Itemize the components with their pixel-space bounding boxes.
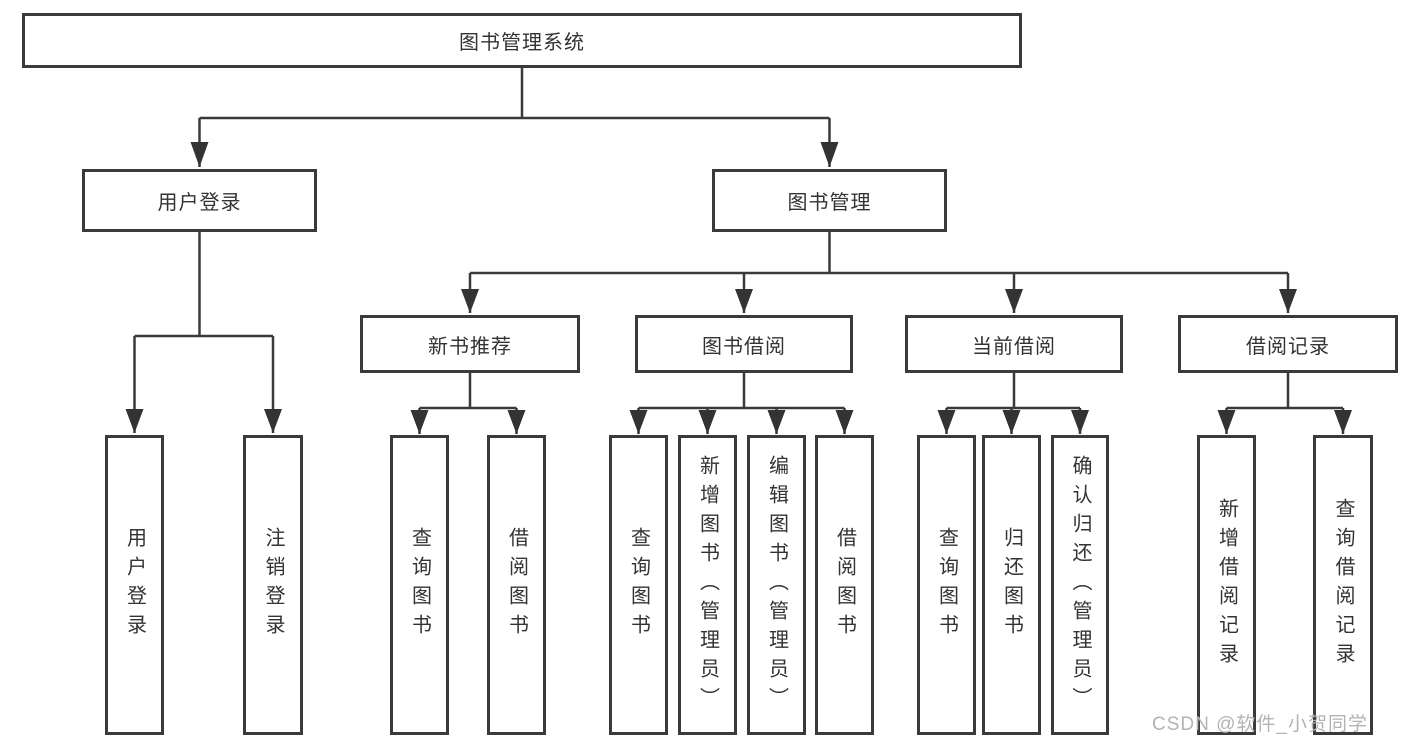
leaf-query-borrow-record: 查询借阅记录 <box>1313 435 1373 735</box>
leaf-label: 查询图书 <box>935 527 958 643</box>
node-book-management: 图书管理 <box>712 169 947 232</box>
leaf-label: 编辑图书（管理员） <box>765 454 788 716</box>
leaf-query-books-recommend: 查询图书 <box>390 435 449 735</box>
node-borrow-records: 借阅记录 <box>1178 315 1398 373</box>
connector-path <box>133 68 1345 434</box>
node-current-borrowing: 当前借阅 <box>905 315 1123 373</box>
leaf-borrow-books: 借阅图书 <box>815 435 874 735</box>
leaf-label: 确认归还（管理员） <box>1069 454 1091 716</box>
node-root: 图书管理系统 <box>22 13 1022 68</box>
node-user-login: 用户登录 <box>82 169 317 232</box>
node-new-book-recommend: 新书推荐 <box>360 315 580 373</box>
leaf-label: 查询图书 <box>408 527 431 643</box>
leaf-label: 新增借阅记录 <box>1215 498 1238 672</box>
node-book-borrowing: 图书借阅 <box>635 315 853 373</box>
leaf-label: 新增图书（管理员） <box>696 454 719 716</box>
leaf-label: 借阅图书 <box>505 527 528 643</box>
leaf-label: 注销登录 <box>262 527 284 643</box>
leaf-label: 归还图书 <box>1000 527 1023 643</box>
leaf-add-borrow-record: 新增借阅记录 <box>1197 435 1256 735</box>
leaf-label: 用户登录 <box>123 527 146 643</box>
leaf-query-books-current: 查询图书 <box>917 435 976 735</box>
leaf-edit-book-admin: 编辑图书（管理员） <box>747 435 806 735</box>
leaf-return-book: 归还图书 <box>982 435 1041 735</box>
leaf-label: 查询图书 <box>627 527 650 643</box>
leaf-label: 查询借阅记录 <box>1332 498 1354 672</box>
leaf-label: 借阅图书 <box>833 527 856 643</box>
leaf-borrow-books-recommend: 借阅图书 <box>487 435 546 735</box>
leaf-query-books-borrowing: 查询图书 <box>609 435 668 735</box>
leaf-logout: 注销登录 <box>243 435 303 735</box>
leaf-add-book-admin: 新增图书（管理员） <box>678 435 737 735</box>
leaf-confirm-return-admin: 确认归还（管理员） <box>1051 435 1109 735</box>
leaf-user-login: 用户登录 <box>105 435 164 735</box>
csdn-watermark: CSDN @软件_小贺同学 <box>1152 714 1368 735</box>
